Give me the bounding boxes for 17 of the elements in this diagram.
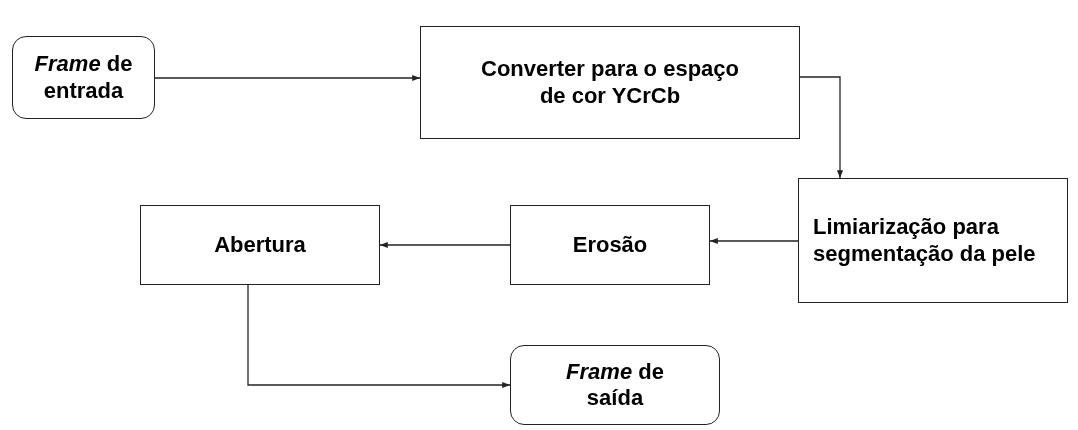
node-label: Limiarização para segmentação da pele <box>813 214 1037 267</box>
arrow <box>154 74 421 82</box>
process-box <box>420 26 800 139</box>
arrow <box>247 284 511 389</box>
terminal-box <box>12 36 155 119</box>
arrow <box>379 241 511 249</box>
arrow <box>799 76 844 179</box>
process-box <box>798 178 1068 303</box>
node-label: Frame de saída <box>565 358 665 412</box>
node-label: Erosão <box>572 231 648 259</box>
node-label: Converter para o espaço de cor YCrCb <box>480 56 740 109</box>
arrow <box>709 237 799 245</box>
node-label: Abertura <box>214 231 306 259</box>
process-box <box>140 205 380 285</box>
terminal-box <box>510 345 720 425</box>
node-label: Frame de entrada <box>33 51 134 104</box>
process-box <box>510 205 710 285</box>
